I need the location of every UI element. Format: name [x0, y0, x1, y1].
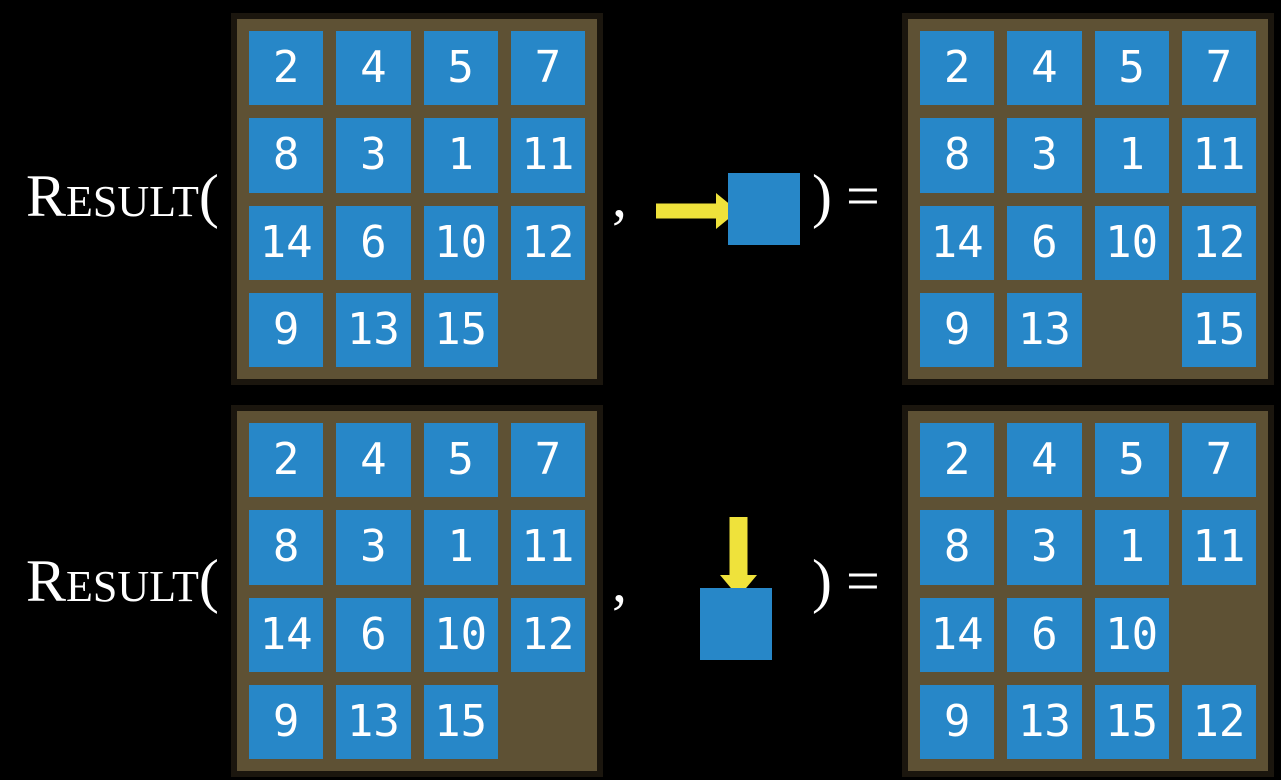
tile-15: 15: [1181, 292, 1256, 367]
comma: ,: [612, 548, 627, 614]
tile-2: 2: [920, 31, 995, 106]
tile-7: 7: [1181, 423, 1256, 498]
tile-10: 10: [1094, 597, 1169, 672]
tile-2: 2: [249, 31, 324, 106]
tile-5: 5: [1094, 31, 1169, 106]
tile-14: 14: [920, 597, 995, 672]
tile-1: 1: [423, 118, 498, 193]
tile-2: 2: [249, 423, 324, 498]
tile-6: 6: [336, 205, 411, 280]
tile-9: 9: [249, 292, 324, 367]
tile-10: 10: [423, 205, 498, 280]
tile-6: 6: [336, 597, 411, 672]
function-name-initial: R: [26, 548, 67, 614]
tile-4: 4: [1007, 31, 1082, 106]
empty-cell: [511, 685, 585, 759]
tile-7: 7: [510, 31, 585, 106]
tile-3: 3: [336, 510, 411, 585]
result-function-label: RESULT(: [26, 548, 219, 620]
empty-cell: [1095, 293, 1169, 367]
open-paren: (: [198, 163, 219, 229]
close-paren-equals: ) =: [812, 548, 880, 614]
tile-1: 1: [1094, 510, 1169, 585]
open-paren: (: [198, 548, 219, 614]
result-function-label: RESULT(: [26, 163, 219, 235]
tile-9: 9: [249, 684, 324, 759]
empty-cell: [511, 293, 585, 367]
action-tile-square: [728, 173, 800, 245]
tile-9: 9: [920, 292, 995, 367]
close-paren: ): [812, 163, 832, 229]
tile-11: 11: [510, 118, 585, 193]
tile-1: 1: [1094, 118, 1169, 193]
arrow-down-icon: [720, 517, 757, 597]
action-tile-square: [700, 588, 772, 660]
equals-sign: =: [845, 163, 880, 229]
close-paren-equals: ) =: [812, 163, 880, 229]
tile-11: 11: [1181, 510, 1256, 585]
tile-6: 6: [1007, 205, 1082, 280]
tile-5: 5: [423, 423, 498, 498]
tile-11: 11: [1181, 118, 1256, 193]
tile-15: 15: [423, 292, 498, 367]
tile-2: 2: [920, 423, 995, 498]
tile-8: 8: [920, 118, 995, 193]
tile-14: 14: [249, 597, 324, 672]
equals-sign: =: [845, 548, 880, 614]
function-name-rest: ESULT: [66, 177, 199, 226]
tile-12: 12: [1181, 205, 1256, 280]
arrow-right-icon: [656, 193, 738, 229]
tile-6: 6: [1007, 597, 1082, 672]
function-name-rest: ESULT: [66, 562, 199, 611]
tile-3: 3: [1007, 118, 1082, 193]
tile-14: 14: [249, 205, 324, 280]
tile-12: 12: [510, 205, 585, 280]
tile-7: 7: [1181, 31, 1256, 106]
tile-8: 8: [920, 510, 995, 585]
tile-14: 14: [920, 205, 995, 280]
tile-12: 12: [510, 597, 585, 672]
tile-15: 15: [423, 684, 498, 759]
tile-8: 8: [249, 118, 324, 193]
empty-cell: [1182, 598, 1256, 672]
tile-7: 7: [510, 423, 585, 498]
tile-13: 13: [1007, 684, 1082, 759]
tile-4: 4: [336, 31, 411, 106]
tile-4: 4: [1007, 423, 1082, 498]
tile-9: 9: [920, 684, 995, 759]
tile-5: 5: [423, 31, 498, 106]
tile-4: 4: [336, 423, 411, 498]
tile-10: 10: [1094, 205, 1169, 280]
tile-13: 13: [336, 292, 411, 367]
tile-8: 8: [249, 510, 324, 585]
tile-5: 5: [1094, 423, 1169, 498]
tile-3: 3: [1007, 510, 1082, 585]
tile-10: 10: [423, 597, 498, 672]
tile-3: 3: [336, 118, 411, 193]
tile-11: 11: [510, 510, 585, 585]
tile-15: 15: [1094, 684, 1169, 759]
tile-12: 12: [1181, 684, 1256, 759]
tile-1: 1: [423, 510, 498, 585]
comma: ,: [612, 163, 627, 229]
close-paren: ): [812, 548, 832, 614]
function-name-initial: R: [26, 163, 67, 229]
tile-13: 13: [1007, 292, 1082, 367]
tile-13: 13: [336, 684, 411, 759]
